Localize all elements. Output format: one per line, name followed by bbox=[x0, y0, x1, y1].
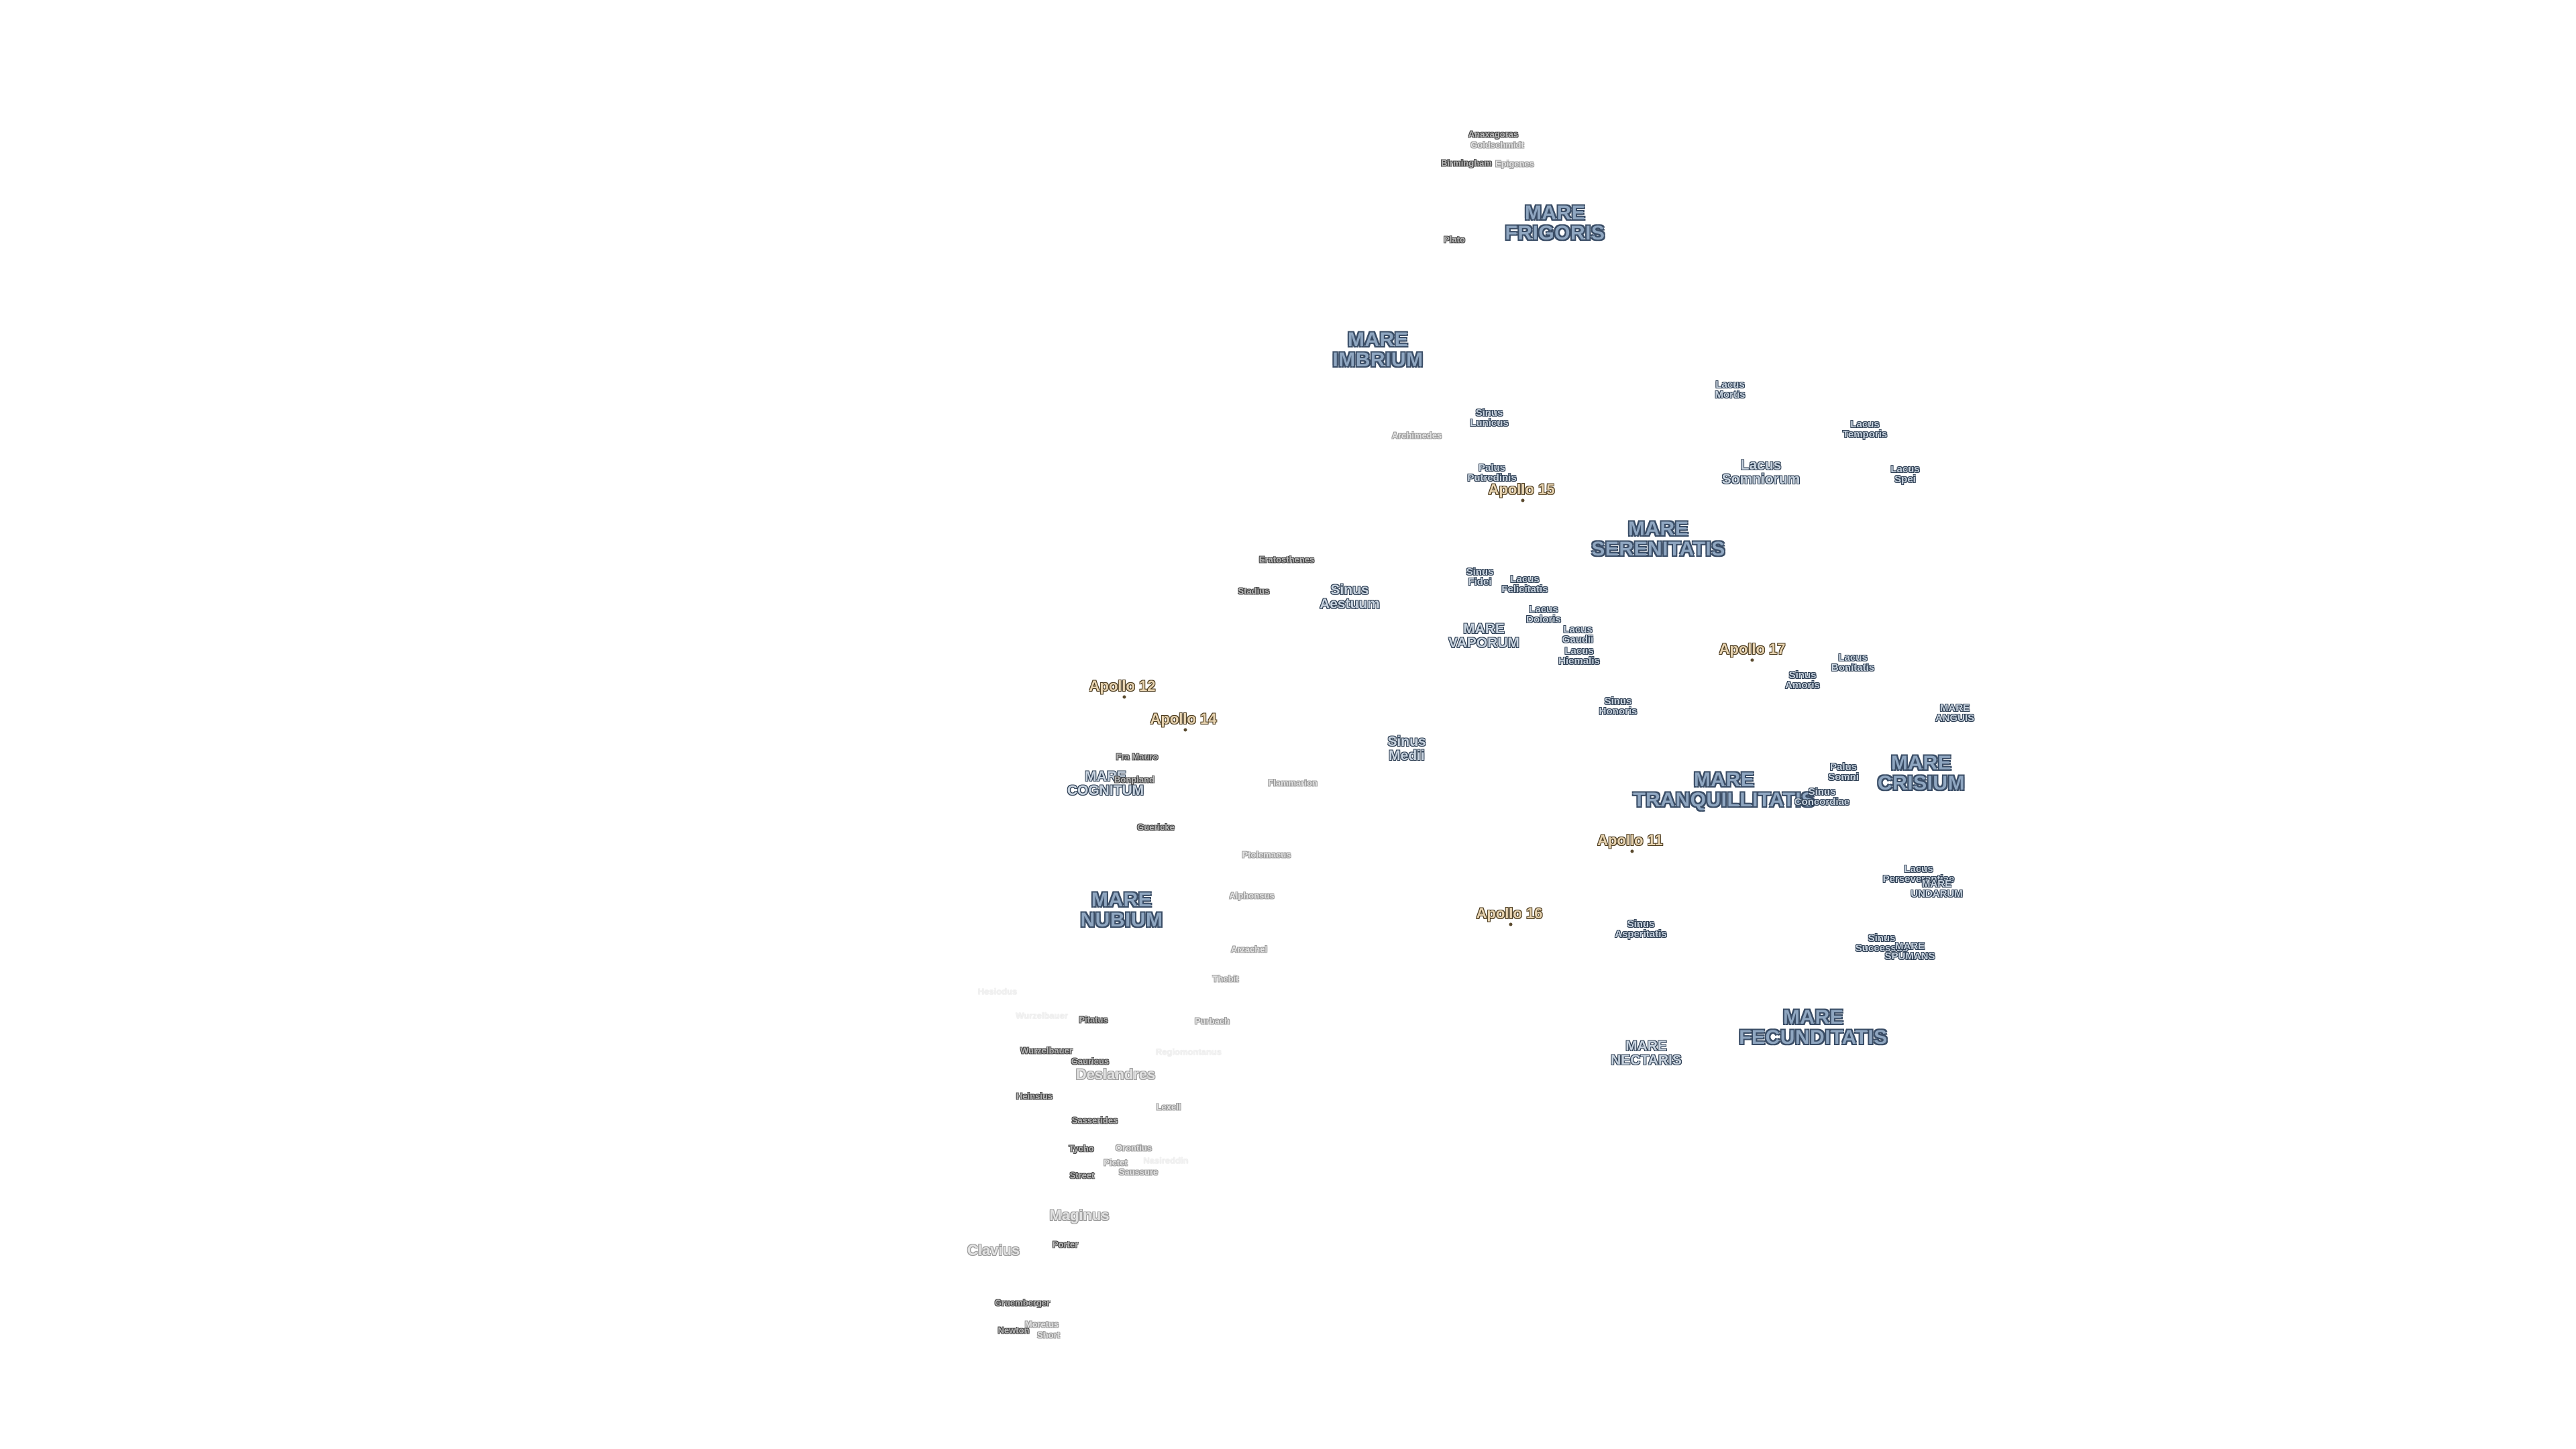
apollo-17-marker[interactable] bbox=[1750, 658, 1754, 662]
short-label: Short bbox=[1037, 1330, 1060, 1340]
flammarion-label: Flammarion bbox=[1268, 777, 1318, 788]
ptolemaeus-label: Ptolemaeus bbox=[1242, 849, 1291, 860]
mare-serenitatis-label: MARE SERENITATIS bbox=[1591, 518, 1725, 560]
lacus-hiemalis-label: Lacus Hiemalis bbox=[1558, 645, 1600, 667]
apollo-16-label[interactable]: Apollo 16 bbox=[1476, 905, 1543, 922]
mare-imbrium-label: MARE IMBRIUM bbox=[1332, 329, 1424, 371]
epigenes-label: Epigenes bbox=[1495, 158, 1534, 169]
porter-label: Porter bbox=[1052, 1239, 1079, 1250]
sinus-asperitatis-label: Sinus Asperitatis bbox=[1615, 918, 1667, 940]
apollo-14-label[interactable]: Apollo 14 bbox=[1150, 710, 1217, 727]
deslandres-label: Deslandres bbox=[1075, 1066, 1156, 1083]
birmingham-label: Birmingham bbox=[1441, 158, 1492, 168]
lacus-doloris-label: Lacus Doloris bbox=[1526, 604, 1561, 625]
lacus-spei-label: Lacus Spei bbox=[1890, 464, 1920, 485]
guericke-label: Guericke bbox=[1137, 822, 1175, 833]
newton-label: Newton bbox=[998, 1325, 1030, 1336]
sinus-honoris-label: Sinus Honoris bbox=[1599, 696, 1638, 717]
hesiodus-label: Hesiodus bbox=[977, 986, 1018, 997]
lacus-temporis-label: Lacus Temporis bbox=[1842, 419, 1888, 440]
heinsius-label: Heinsius bbox=[1016, 1091, 1053, 1102]
anaxagoras-label: Anaxagoras bbox=[1468, 129, 1519, 140]
mare-undarum-label: MARE UNDARUM bbox=[1911, 878, 1963, 900]
apollo-12-label[interactable]: Apollo 12 bbox=[1089, 678, 1156, 694]
mare-frigoris-label: MARE FRIGORIS bbox=[1505, 202, 1605, 244]
alphonsus-label: Alphonsus bbox=[1229, 890, 1275, 901]
street-label: Street bbox=[1069, 1170, 1095, 1181]
sinus-concordiae-label: Sinus Concordiae bbox=[1794, 786, 1850, 808]
mare-cognitum-label: MARE COGNITUM bbox=[1067, 769, 1144, 798]
archimedes-label: Archimedes bbox=[1391, 430, 1442, 441]
lacus-felicitatis-label: Lacus Felicitatis bbox=[1501, 574, 1548, 595]
lexell-label: Lexell bbox=[1156, 1102, 1181, 1112]
mare-crisium-label: MARE CRISIUM bbox=[1877, 752, 1966, 794]
mare-fecunditatis-label: MARE FECUNDITATIS bbox=[1739, 1006, 1888, 1049]
apollo-15-marker[interactable] bbox=[1521, 498, 1525, 502]
sasserides-label: Sasserides bbox=[1071, 1115, 1118, 1126]
orontius-label: Orontius bbox=[1115, 1142, 1152, 1153]
sinus-amoris-label: Sinus Amoris bbox=[1785, 669, 1820, 691]
mare-tranquillitatis-label: MARE TRANQUILLITATIS bbox=[1633, 769, 1815, 811]
bonpland-label: Bonpland bbox=[1114, 774, 1155, 785]
apollo-15-label[interactable]: Apollo 15 bbox=[1488, 481, 1555, 498]
lacus-bonitatis-label: Lacus Bonitatis bbox=[1831, 652, 1875, 674]
fra-mauro-label: Fra Mauro bbox=[1116, 751, 1159, 762]
wurzelbauer-faint-label: Wurzelbauer bbox=[1016, 1010, 1068, 1021]
mare-anguis-label: MARE ANGUIS bbox=[1935, 702, 1975, 724]
stadius-label: Stadius bbox=[1238, 586, 1270, 596]
mare-nectaris-label: MARE NECTARIS bbox=[1611, 1038, 1682, 1068]
lacus-perseverantiae-label: Lacus Perseverantiae bbox=[1882, 863, 1955, 885]
pictet-label: Pictet bbox=[1104, 1157, 1128, 1168]
regiomontanus-label: Regiomontanus bbox=[1155, 1046, 1222, 1057]
apollo-12-marker[interactable] bbox=[1122, 695, 1126, 699]
thebit-label: Thebit bbox=[1212, 973, 1239, 984]
sinus-fidei-label: Sinus Fidei bbox=[1466, 566, 1494, 588]
maginus-label: Maginus bbox=[1049, 1207, 1110, 1224]
sinus-successus-label: Sinus Successus bbox=[1855, 932, 1909, 954]
apollo-11-label[interactable]: Apollo 11 bbox=[1597, 832, 1663, 849]
gruemberger-label: Gruemberger bbox=[994, 1297, 1051, 1308]
mare-nubium-label: MARE NUBIUM bbox=[1080, 889, 1163, 931]
apollo-11-marker[interactable] bbox=[1630, 849, 1634, 853]
wurzelbauer-label: Wurzelbauer bbox=[1020, 1045, 1073, 1056]
palus-putredinis-label: Palus Putredinis bbox=[1467, 462, 1517, 484]
sinus-medii-label: Sinus Medii bbox=[1387, 734, 1426, 763]
eratosthenes-label: Eratosthenes bbox=[1258, 554, 1315, 565]
goldschmidt-label: Goldschmidt bbox=[1470, 140, 1524, 150]
saussure-label: Saussure bbox=[1118, 1167, 1159, 1177]
sinus-lunicus-label: Sinus Lunicus bbox=[1470, 407, 1509, 429]
moretus-label: Moretus bbox=[1024, 1319, 1059, 1330]
lacus-mortis-label: Lacus Mortis bbox=[1715, 379, 1746, 400]
tycho-label: Tycho bbox=[1069, 1143, 1094, 1154]
pitatus-label: Pitatus bbox=[1079, 1014, 1108, 1025]
lacus-gaudii-label: Lacus Gaudii bbox=[1562, 624, 1594, 645]
purbach-label: Purbach bbox=[1194, 1016, 1230, 1026]
apollo-14-marker[interactable] bbox=[1183, 728, 1187, 732]
apollo-17-label[interactable]: Apollo 17 bbox=[1719, 641, 1786, 657]
plato-label: Plato bbox=[1444, 234, 1465, 245]
gauricus-label: Gauricus bbox=[1071, 1056, 1110, 1067]
sinus-aestuum-label: Sinus Aestuum bbox=[1320, 582, 1380, 612]
lacus-somniorum-label: Lacus Somniorum bbox=[1721, 458, 1801, 487]
clavius-label: Clavius bbox=[967, 1242, 1020, 1258]
apollo-16-marker[interactable] bbox=[1509, 922, 1513, 926]
mare-vaporum-label: MARE VAPORUM bbox=[1448, 621, 1519, 651]
palus-somni-label: Palus Somni bbox=[1828, 761, 1859, 783]
arzachel-label: Arzachel bbox=[1230, 944, 1268, 955]
nasireddin-label: Nasireddin bbox=[1143, 1155, 1189, 1166]
mare-spumans-label: MARE SPUMANS bbox=[1884, 941, 1935, 962]
